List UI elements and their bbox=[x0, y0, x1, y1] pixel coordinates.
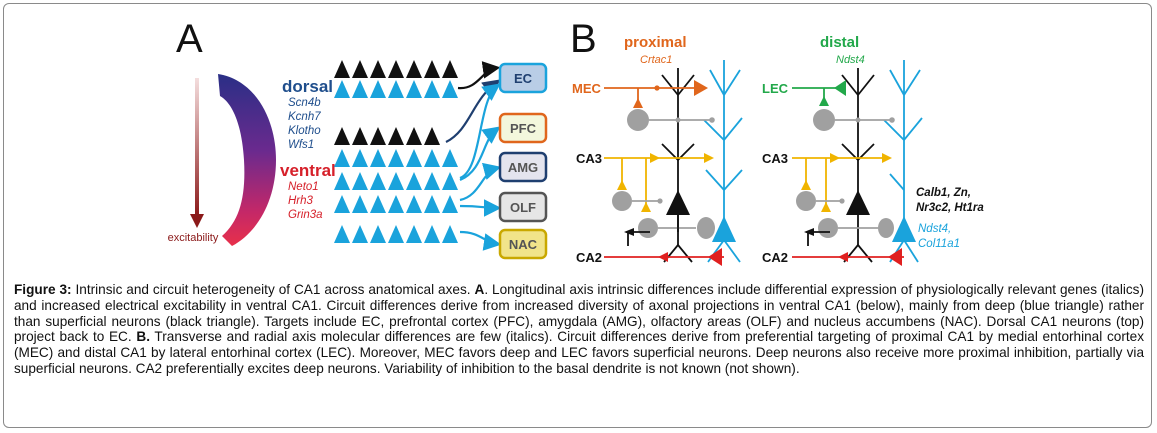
superficial-gene-line: Calb1, Zn, bbox=[916, 187, 971, 199]
excitability-axis: excitability bbox=[168, 78, 219, 244]
ventral-neurons bbox=[334, 127, 458, 243]
target-label: NAC bbox=[509, 237, 538, 252]
lec-label: LEC bbox=[762, 81, 789, 96]
distal-gene: Ndst4 bbox=[836, 54, 865, 66]
proximal-gene: Crtac1 bbox=[640, 54, 672, 66]
caption-a-label: A bbox=[474, 282, 485, 297]
distal-title: distal bbox=[820, 34, 859, 51]
target-box-nac: NAC bbox=[498, 228, 548, 260]
caption-figure-label: Figure 3: bbox=[14, 282, 72, 297]
target-label: PFC bbox=[510, 121, 537, 136]
figure-caption: Figure 3: Intrinsic and circuit heteroge… bbox=[14, 282, 1144, 377]
target-box-olf: OLF bbox=[498, 191, 548, 223]
dorsal-gene: Kcnh7 bbox=[288, 111, 321, 123]
target-label: OLF bbox=[510, 200, 536, 215]
caption-a-text: . Longitudinal axis intrinsic difference… bbox=[14, 282, 1145, 345]
deep-gene-line: Col11a1 bbox=[918, 238, 960, 250]
panel-b-label: B bbox=[570, 17, 597, 61]
proximal-circuit: MEC CA3 bbox=[572, 60, 743, 266]
caption-b-text: Transverse and radial axis molecular dif… bbox=[14, 329, 1144, 376]
ca3-left-label: CA3 bbox=[576, 151, 602, 166]
dorsal-gene: Klotho bbox=[288, 125, 321, 137]
target-box-ec: EC bbox=[498, 62, 548, 94]
ca2-right-label: CA2 bbox=[762, 250, 788, 265]
figure-diagram: A excitability dorsal Scn4b Kcnh7 Klotho… bbox=[168, 17, 984, 266]
hippocampus-shape bbox=[218, 74, 276, 246]
target-label: EC bbox=[514, 71, 533, 86]
panel-a-label: A bbox=[176, 17, 203, 61]
ventral-gene: Grin3a bbox=[288, 209, 323, 221]
ventral-title: ventral bbox=[280, 161, 336, 180]
dorsal-title: dorsal bbox=[282, 77, 333, 96]
proximal-title: proximal bbox=[624, 34, 687, 51]
target-label: AMG bbox=[508, 160, 538, 175]
caption-b-label: B. bbox=[136, 329, 150, 345]
excitability-label: excitability bbox=[168, 232, 219, 244]
ventral-gene: Hrh3 bbox=[288, 195, 314, 207]
caption-intro: Intrinsic and circuit heterogeneity of C… bbox=[71, 282, 475, 297]
dorsal-neurons bbox=[334, 60, 458, 98]
mec-label: MEC bbox=[572, 81, 602, 96]
dorsal-gene: Wfs1 bbox=[288, 139, 314, 151]
projection-arrows bbox=[445, 61, 502, 251]
superficial-gene-line: Nr3c2, Ht1ra bbox=[916, 202, 984, 214]
dorsal-gene: Scn4b bbox=[288, 97, 321, 109]
target-box-amg: AMG bbox=[498, 151, 548, 183]
distal-circuit: LEC CA3 CA2 bbox=[762, 60, 984, 266]
deep-gene-line: Ndst4, bbox=[918, 223, 951, 235]
ventral-gene: Neto1 bbox=[288, 181, 319, 193]
ca3-right-label: CA3 bbox=[762, 151, 788, 166]
ca2-left-label: CA2 bbox=[576, 250, 602, 265]
target-box-pfc: PFC bbox=[498, 112, 548, 144]
